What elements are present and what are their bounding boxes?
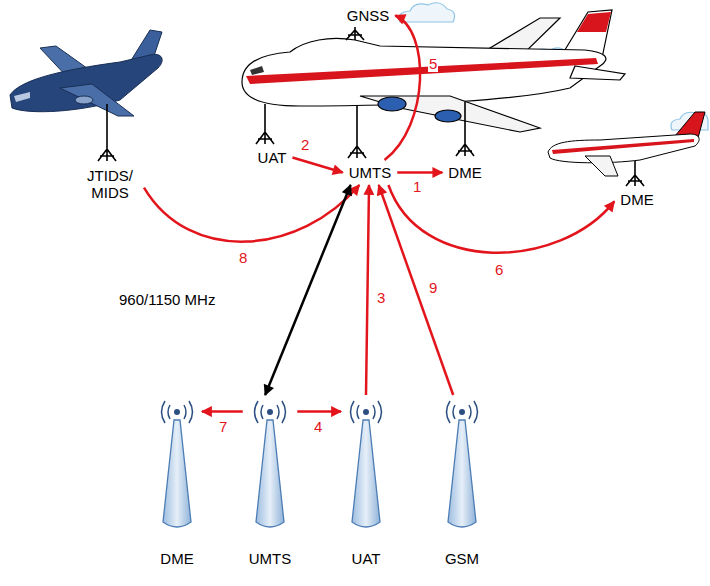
callout-number: 6 — [494, 262, 504, 278]
ground-station — [162, 401, 478, 527]
ground-station-node: UAT — [344, 398, 388, 568]
callout-number: 8 — [238, 250, 248, 266]
station-label: GSM — [445, 550, 479, 567]
antenna-node: UMTS — [346, 163, 395, 182]
interference-arrow — [388, 185, 614, 253]
antenna-node: DME — [445, 163, 484, 182]
callout-number: 2 — [300, 137, 310, 153]
station-label: UMTS — [249, 550, 292, 567]
antenna-symbol — [98, 27, 644, 186]
antenna-label: JTIDS/ MIDS — [82, 167, 138, 201]
interference-arrow — [297, 410, 341, 413]
airliner — [242, 10, 625, 132]
antenna-label: GNSS — [347, 7, 390, 24]
antenna-node: GNSS — [344, 6, 393, 25]
interference-arrow — [265, 185, 350, 395]
frequency-label: 960/1150 MHz — [118, 292, 216, 308]
interference-arrow — [144, 185, 359, 242]
ground-station-node: DME — [155, 398, 199, 568]
interference-arrow — [379, 185, 453, 395]
callout-number: 7 — [218, 419, 228, 435]
antenna-label: UMTS — [349, 164, 392, 181]
military-aircraft — [10, 30, 162, 116]
callout-number: 1 — [412, 179, 422, 195]
ground-station-node: UMTS — [246, 398, 295, 568]
antenna-label: UAT — [258, 149, 287, 166]
antenna-node: DME — [617, 190, 656, 209]
antenna-label: DME — [620, 191, 653, 208]
station-label: DME — [160, 550, 193, 567]
interference-arrow — [397, 171, 442, 174]
antenna-label: DME — [448, 164, 481, 181]
callout-number: 3 — [376, 290, 386, 306]
station-label: UAT — [352, 550, 381, 567]
interference-arrow — [292, 158, 342, 173]
callout-number: 9 — [428, 280, 438, 296]
callout-number: 5 — [428, 56, 438, 72]
interference-arrow — [366, 185, 369, 395]
interference-arrow — [385, 16, 421, 161]
ground-station-node: GSM — [440, 398, 484, 568]
callout-number: 4 — [313, 419, 323, 435]
antenna-node: JTIDS/ MIDS — [79, 166, 141, 202]
small-airliner — [548, 112, 705, 176]
antenna-node: UAT — [255, 148, 290, 167]
interference-arrow — [202, 410, 243, 413]
